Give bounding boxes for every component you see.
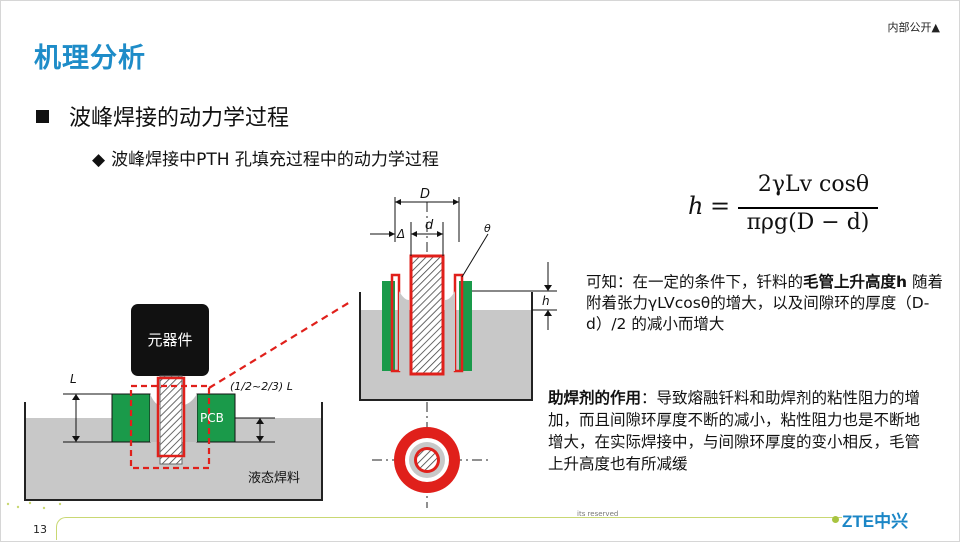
formula-lhs: h	[688, 192, 704, 220]
bullet-level2: ◆波峰焊接中PTH 孔填充过程中的动力学过程	[92, 145, 439, 170]
slide-title: 机理分析	[34, 43, 146, 74]
capillary-conclusion-paragraph: 可知：在一定的条件下，钎料的毛管上升高度h 随着附着张力γLVcosθ的增大，以…	[586, 272, 946, 335]
component-lead	[159, 375, 183, 465]
classification-label: 内部公开▲	[887, 21, 940, 34]
para2-bold: 助焊剂的作用	[548, 389, 642, 407]
capillary-solder-right	[445, 291, 455, 371]
page-number: 13	[33, 523, 47, 536]
pth-capillary-diagram: D d Δ θ h	[359, 187, 557, 508]
delta-label: Δ	[396, 227, 405, 241]
solder-bath-container	[24, 402, 323, 501]
L-dimension-label: L	[70, 372, 77, 386]
h-dimension-label: h	[542, 294, 550, 308]
para1-prefix: 可知：在一定的条件下，钎料的	[586, 273, 804, 291]
capillary-solder-left	[399, 291, 409, 371]
formula-equals: =	[710, 192, 731, 220]
formula-denominator: πρg(D − d)	[746, 210, 870, 235]
para2-text: ：导致熔融钎料和助焊剂的粘性阻力的增加，而且间隙环厚度不断的减小，粘性阻力也是不…	[548, 389, 921, 473]
formula-numerator: 2γLv cosθ	[757, 172, 870, 197]
flux-role-paragraph: 助焊剂的作用：导致熔融钎料和助焊剂的粘性阻力的增加，而且间隙环厚度不断的减小，粘…	[548, 387, 928, 475]
footer-dots	[6, 501, 62, 510]
square-bullet-icon	[36, 109, 49, 123]
capillary-height-formula: h = 2γLv cosθ πρg(D − d)	[688, 172, 888, 247]
lead-highlight-outline	[156, 376, 186, 458]
bullet-level1-text: 波峰焊接的动力学过程	[69, 106, 290, 131]
solder-fillet-right	[182, 394, 197, 442]
pcb-label: PCB	[200, 411, 224, 425]
bullet-level1: 波峰焊接的动力学过程	[36, 100, 289, 132]
rights-reserved-text: its reserved	[577, 510, 619, 518]
diamond-bullet-icon: ◆	[92, 150, 106, 170]
zoom-connector-line	[208, 301, 351, 389]
component-body	[131, 304, 209, 376]
footer-line	[56, 517, 842, 540]
d-dimension-label: d	[425, 218, 434, 233]
D-dimension-label: D	[420, 187, 430, 202]
para1-bold: 毛管上升高度h	[803, 273, 908, 291]
topview-lead	[417, 450, 437, 470]
para1-suffix: 随着附着张力γLVcosθ的增大，以及间隙环的厚度（D-d）/2 的减小而增大	[586, 273, 943, 333]
logo-dot-icon	[832, 516, 839, 523]
formula-fraction-bar	[738, 207, 878, 209]
bullet-level2-text: 波峰焊接中PTH 孔填充过程中的动力学过程	[111, 150, 439, 170]
ratio-dimension-label: (1/2~2/3) L	[230, 380, 293, 393]
pcb-right-block	[196, 393, 236, 443]
zte-logo: ZTE中兴	[842, 512, 909, 531]
pth-lead	[409, 254, 445, 376]
theta-label: θ	[484, 222, 491, 235]
wave-solder-diagram: 元器件 PCB 液态焊料 L (1/2~2/3) L	[24, 301, 351, 501]
component-label: 元器件	[147, 331, 192, 349]
solder-container	[359, 292, 533, 401]
liquid-solder-label: 液态焊料	[248, 470, 300, 486]
